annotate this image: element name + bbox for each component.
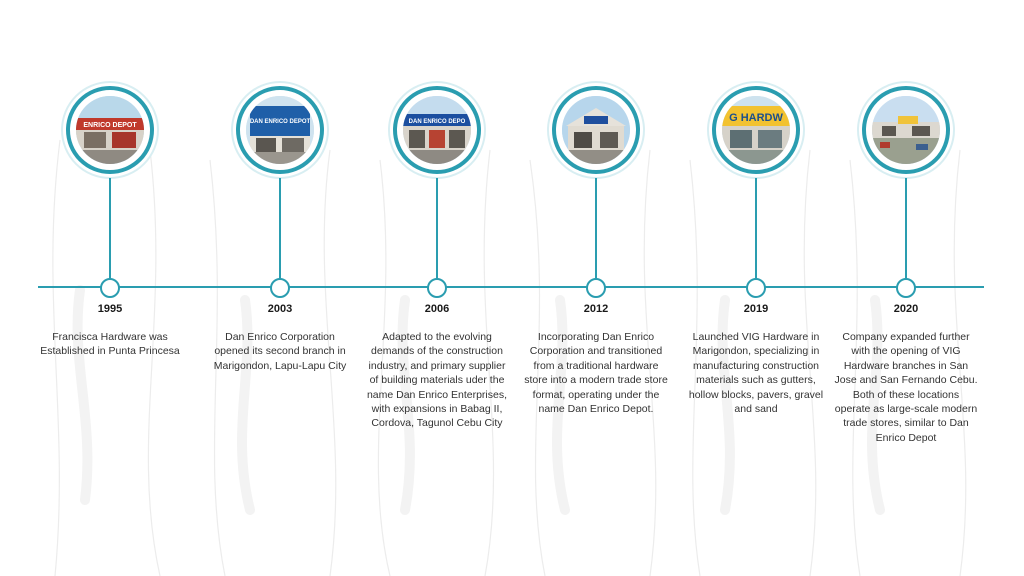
photo-frame: DAN ENRICO DEPO (393, 86, 481, 174)
photo-frame (862, 86, 950, 174)
milestone-2019: G HARDW 2019 Launched VIG Hardware in Ma… (676, 0, 836, 576)
timeline-stem (905, 178, 907, 279)
store-photo: ENRICO DEPOT (76, 96, 144, 164)
timeline-node (896, 278, 916, 298)
milestone-description: Adapted to the evolving demands of the c… (366, 331, 508, 430)
timeline-node (427, 278, 447, 298)
milestone-description: Francisca Hardware was Established in Pu… (40, 331, 180, 358)
milestone-year: 2003 (267, 303, 293, 315)
milestone-2006: DAN ENRICO DEPO 2006 Adapted to the evol… (357, 0, 517, 576)
milestone-year: 2020 (893, 303, 919, 315)
milestone-2003: DAN ENRICO DEPOT 2003 Dan Enrico Corpora… (200, 0, 360, 576)
timeline-stem (279, 178, 281, 279)
timeline-node (100, 278, 120, 298)
store-photo (562, 96, 630, 164)
store-photo: DAN ENRICO DEPO (403, 96, 471, 164)
timeline-node (746, 278, 766, 298)
timeline-stem (436, 178, 438, 279)
milestone-description: Incorporating Dan Enrico Corporation and… (524, 331, 668, 416)
milestone-1995: ENRICO DEPOT 1995 Francisca Hardware was… (30, 0, 190, 576)
milestone-description: Launched VIG Hardware in Marigondon, spe… (688, 331, 824, 416)
photo-sign-text: DAN ENRICO DEPOT (250, 119, 311, 125)
photo-sign-text: ENRICO DEPOT (83, 122, 137, 129)
photo-sign-text: DAN ENRICO DEPO (409, 119, 466, 125)
timeline-node (586, 278, 606, 298)
milestone-year: 1995 (97, 303, 123, 315)
store-photo (872, 96, 940, 164)
milestone-year: 2019 (743, 303, 769, 315)
store-photo: G HARDW (722, 96, 790, 164)
timeline-stem (109, 178, 111, 279)
timeline-stem (595, 178, 597, 279)
timeline-stem (755, 178, 757, 279)
timeline-line (38, 286, 984, 288)
photo-frame: DAN ENRICO DEPOT (236, 86, 324, 174)
store-photo: DAN ENRICO DEPOT (246, 96, 314, 164)
milestone-year: 2012 (583, 303, 609, 315)
photo-frame: G HARDW (712, 86, 800, 174)
milestone-description: Company expanded further with the openin… (834, 331, 978, 444)
photo-frame (552, 86, 640, 174)
photo-sign-text: G HARDW (729, 112, 783, 124)
timeline-node (270, 278, 290, 298)
milestone-2020: 2020 Company expanded further with the o… (826, 0, 986, 576)
photo-frame: ENRICO DEPOT (66, 86, 154, 174)
milestone-2012: 2012 Incorporating Dan Enrico Corporatio… (516, 0, 676, 576)
milestone-description: Dan Enrico Corporation opened its second… (213, 331, 347, 372)
milestone-year: 2006 (424, 303, 450, 315)
